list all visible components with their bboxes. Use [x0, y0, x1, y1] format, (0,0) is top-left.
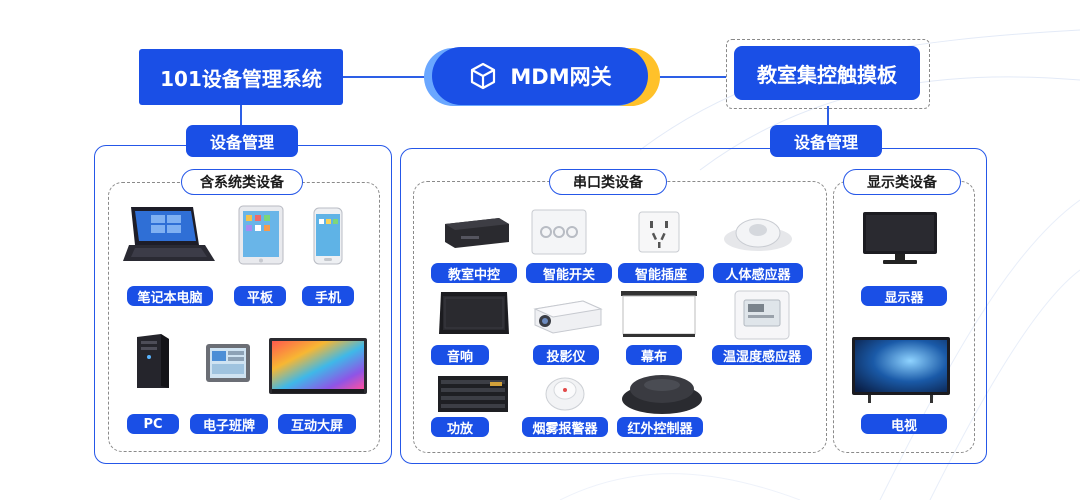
- label-projector-text: 投影仪: [546, 349, 586, 365]
- motion-sensor-icon: [724, 218, 792, 251]
- label-tablet-text: 平板: [246, 290, 273, 306]
- label-smart-socket-text: 智能插座: [634, 267, 687, 283]
- label-tablet: 平板: [234, 286, 286, 306]
- laptop-icon: [123, 207, 215, 261]
- label-phone: 手机: [302, 286, 354, 306]
- projection-screen-icon: [621, 291, 697, 337]
- interactive-display-icon: [269, 338, 367, 394]
- label-amplifier: 功放: [431, 417, 489, 437]
- touch-panel-dashed-frame: [726, 39, 930, 109]
- label-smart-switch-text: 智能开关: [542, 267, 595, 283]
- right-tag-label: 设备管理: [793, 133, 858, 152]
- class-board-icon: [206, 344, 250, 382]
- label-central-control: 教室中控: [431, 263, 517, 283]
- label-laptop-text: 笔记本电脑: [137, 290, 203, 306]
- classroom-control-panel-label: 教室集控触摸板: [757, 62, 897, 87]
- label-class-board: 电子班牌: [190, 414, 268, 434]
- mdm-gateway-pill[interactable]: MDM网关: [432, 47, 648, 105]
- label-temperature-humidity-sensor: 温湿度感应器: [712, 345, 812, 365]
- label-interactive-display: 互动大屏: [278, 414, 356, 434]
- display-devices-title: 显示类设备: [843, 169, 961, 195]
- smart-socket-icon: [638, 211, 680, 253]
- label-smoke-alarm-text: 烟雾报警器: [532, 421, 598, 437]
- label-tv-text: 电视: [890, 418, 917, 434]
- label-tv: 电视: [861, 414, 947, 434]
- monitor-icon: [863, 212, 937, 264]
- smart-switch-icon: [531, 209, 587, 255]
- amplifier-icon: [438, 376, 508, 412]
- temperature-humidity-sensor-icon: [734, 290, 790, 340]
- projector-icon: [533, 300, 603, 334]
- label-ir-controller-text: 红外控制器: [627, 421, 693, 437]
- display-devices-title-label: 显示类设备: [867, 175, 937, 191]
- system-devices-title: 含系统类设备: [181, 169, 303, 195]
- system-devices-title-label: 含系统类设备: [200, 175, 284, 191]
- label-phone-text: 手机: [314, 290, 341, 306]
- right-device-section: [400, 148, 987, 464]
- mdm-gateway-label: MDM网关: [510, 65, 612, 89]
- label-ir-controller: 红外控制器: [617, 417, 703, 437]
- label-class-board-text: 电子班牌: [202, 418, 255, 434]
- label-pc: PC: [127, 414, 179, 434]
- serial-devices-title-label: 串口类设备: [573, 175, 643, 191]
- label-speaker: 音响: [431, 345, 489, 365]
- right-device-management-tag: 设备管理: [770, 125, 882, 157]
- label-laptop: 笔记本电脑: [127, 286, 213, 306]
- label-motion-sensor: 人体感应器: [713, 263, 803, 283]
- label-smart-switch: 智能开关: [526, 263, 612, 283]
- tv-icon: [852, 337, 950, 403]
- label-monitor-text: 显示器: [884, 290, 924, 306]
- speaker-icon: [439, 292, 509, 334]
- classroom-control-panel-box[interactable]: 教室集控触摸板: [734, 46, 920, 100]
- label-smart-socket: 智能插座: [618, 263, 704, 283]
- label-monitor: 显示器: [861, 286, 947, 306]
- device-management-system-box[interactable]: 101设备管理系统: [139, 49, 343, 105]
- tablet-icon: [238, 205, 284, 265]
- phone-icon: [313, 207, 343, 265]
- device-management-system-label: 101设备管理系统: [160, 66, 322, 91]
- central-control-icon: [445, 218, 509, 248]
- left-device-management-tag: 设备管理: [186, 125, 298, 157]
- label-motion-sensor-text: 人体感应器: [725, 267, 791, 283]
- label-projector: 投影仪: [533, 345, 599, 365]
- label-temperature-humidity-sensor-text: 温湿度感应器: [722, 349, 801, 365]
- label-smoke-alarm: 烟雾报警器: [522, 417, 608, 437]
- label-projection-screen: 幕布: [626, 345, 682, 365]
- smoke-alarm-icon: [545, 377, 585, 411]
- serial-devices-title: 串口类设备: [549, 169, 667, 195]
- pc-tower-icon: [137, 334, 169, 388]
- label-speaker-text: 音响: [446, 349, 473, 365]
- label-interactive-display-text: 互动大屏: [290, 418, 343, 434]
- label-amplifier-text: 功放: [446, 421, 473, 437]
- left-tag-label: 设备管理: [209, 133, 274, 152]
- ir-controller-icon: [622, 375, 702, 414]
- label-projection-screen-text: 幕布: [640, 349, 667, 365]
- label-central-control-text: 教室中控: [447, 267, 500, 283]
- cube-icon: [471, 62, 496, 90]
- label-pc-text: PC: [143, 416, 163, 432]
